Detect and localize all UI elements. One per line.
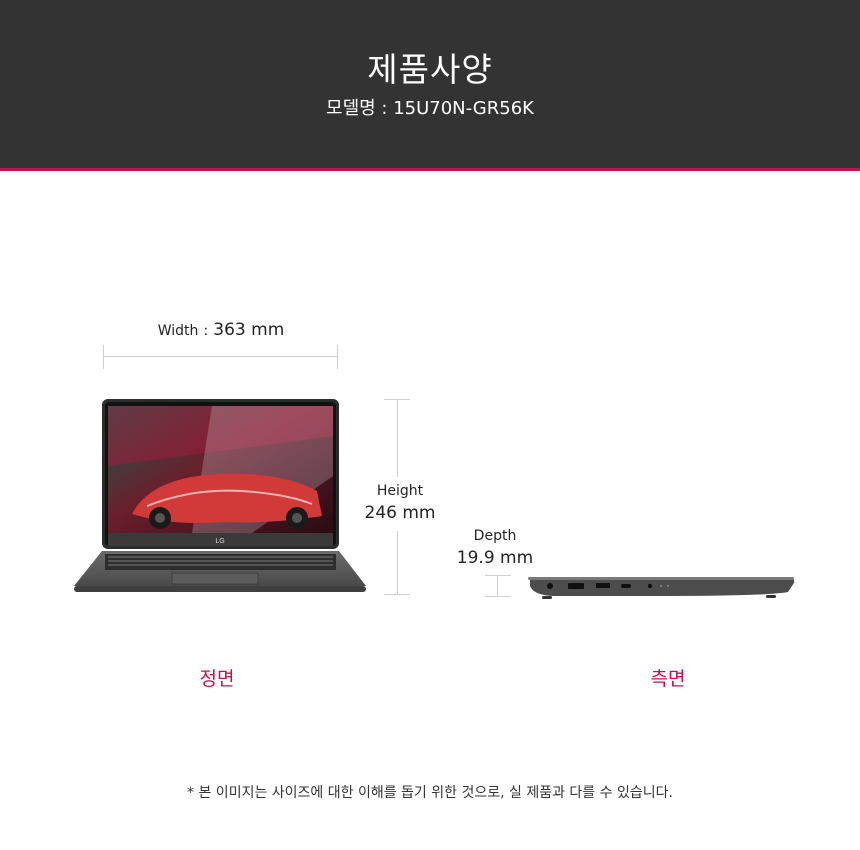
width-value: 363 mm xyxy=(213,320,285,340)
height-line-bottom xyxy=(397,531,398,594)
side-view-label: 측면 xyxy=(650,668,686,690)
model-name: 모델명 : 15U70N-GR56K xyxy=(326,98,534,119)
height-tick-bottom xyxy=(384,594,410,595)
depth-line xyxy=(497,575,498,596)
depth-tick-bottom xyxy=(485,596,511,597)
disclaimer-footnote: * 본 이미지는 사이즈에 대한 이해를 돕기 위한 것으로, 실 제품과 다를… xyxy=(187,785,673,801)
depth-value: 19.9 mm xyxy=(456,548,534,568)
accent-divider xyxy=(0,168,860,171)
laptop-front-image: LG xyxy=(74,399,366,592)
height-line-top xyxy=(397,399,398,477)
width-label: Width xyxy=(157,323,199,339)
width-dimension: Width : 363 mm xyxy=(103,319,339,342)
width-line xyxy=(103,356,338,357)
width-separator: : xyxy=(203,323,209,339)
height-label: Height xyxy=(376,483,424,499)
front-view-label: 정면 xyxy=(199,668,235,690)
height-value: 246 mm xyxy=(364,503,436,523)
lg-logo: LG xyxy=(215,538,224,545)
depth-tick-top xyxy=(485,575,511,576)
width-tick-left xyxy=(103,345,104,369)
page-title: 제품사양 xyxy=(367,50,493,89)
header-banner: 제품사양 모델명 : 15U70N-GR56K xyxy=(0,0,860,168)
depth-label: Depth xyxy=(473,528,517,544)
laptop-side-image xyxy=(528,577,795,599)
depth-dimension: Depth 19.9 mm xyxy=(450,525,540,569)
height-dimension: Height 246 mm xyxy=(355,480,445,524)
width-tick-right xyxy=(337,345,338,369)
